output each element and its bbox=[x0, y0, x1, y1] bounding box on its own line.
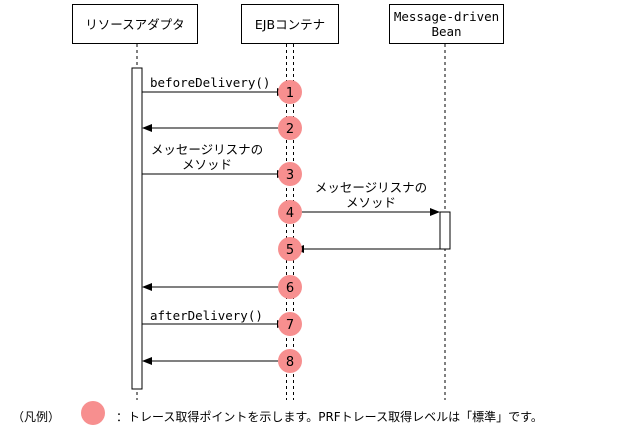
message-label-before-delivery: beforeDelivery() bbox=[150, 75, 271, 90]
lifeline-resource-adapter-label: リソースアダプタ bbox=[85, 16, 185, 32]
lifeline-message-driven-bean-label: Message-driven Bean bbox=[393, 9, 500, 39]
trace-point-6-label: 6 bbox=[286, 281, 294, 296]
trace-point-4-label: 4 bbox=[286, 206, 294, 221]
trace-point-2 bbox=[278, 116, 302, 140]
message-label-listener-method-2: メッセージリスナの メソッド bbox=[314, 180, 428, 210]
trace-point-4 bbox=[278, 200, 302, 224]
legend-prefix: （凡例） bbox=[12, 410, 61, 424]
legend-trace-point-icon bbox=[81, 401, 105, 425]
trace-point-8-label: 8 bbox=[286, 355, 294, 370]
trace-point-8 bbox=[278, 349, 302, 373]
message-label-listener-method-1: メッセージリスナの メソッド bbox=[150, 142, 264, 172]
trace-point-6 bbox=[278, 275, 302, 299]
trace-point-3 bbox=[278, 162, 302, 186]
trace-point-5-label: 5 bbox=[286, 243, 294, 258]
trace-point-1 bbox=[278, 80, 302, 104]
trace-point-3-label: 3 bbox=[286, 168, 294, 183]
lifeline-ejb-container: EJBコンテナ bbox=[241, 4, 339, 44]
activation-bar-adapter bbox=[131, 67, 143, 390]
trace-point-7-label: 7 bbox=[286, 318, 294, 333]
message-label-after-delivery: afterDelivery() bbox=[150, 308, 263, 323]
lifeline-message-driven-bean: Message-driven Bean bbox=[389, 4, 504, 44]
activation-bar-bean bbox=[439, 211, 451, 250]
trace-point-7 bbox=[278, 312, 302, 336]
trace-point-1-label: 1 bbox=[286, 86, 294, 101]
trace-point-2-label: 2 bbox=[286, 122, 294, 137]
lifeline-ejb-container-label: EJBコンテナ bbox=[254, 16, 326, 32]
trace-point-5 bbox=[278, 237, 302, 261]
lifeline-resource-adapter: リソースアダプタ bbox=[72, 4, 198, 44]
legend-description: ：トレース取得ポイントを示します。PRFトレース取得レベルは「標準」です。 bbox=[116, 410, 543, 424]
